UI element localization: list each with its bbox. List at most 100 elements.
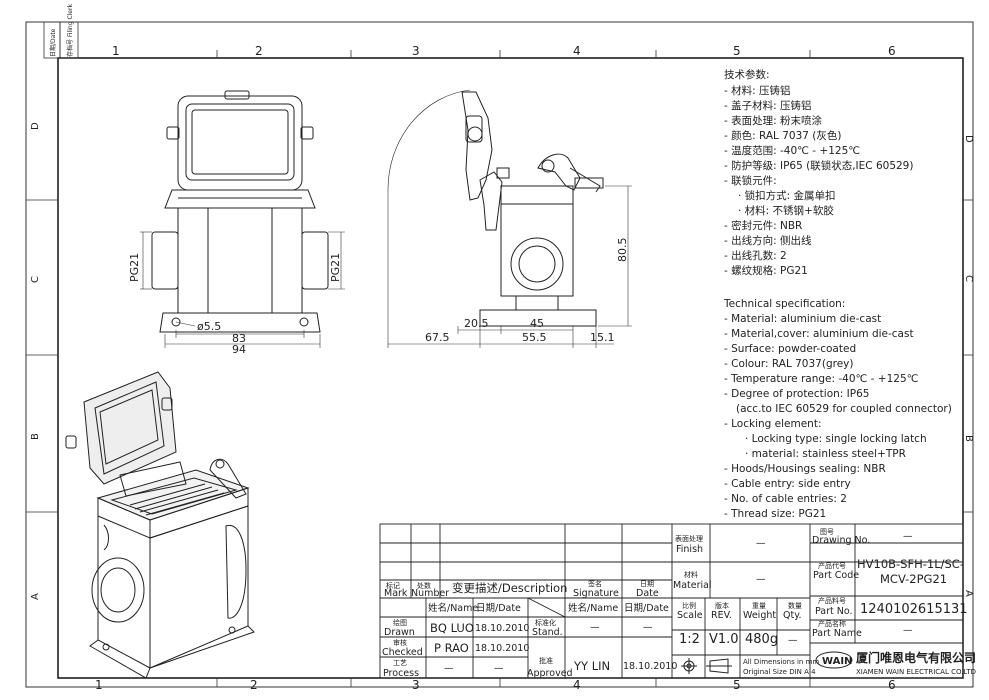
tech-en-line: - Locking element: bbox=[724, 418, 821, 430]
tb-stand-date: — bbox=[643, 622, 653, 633]
zone-top-2: 2 bbox=[255, 44, 263, 58]
tb-scale-cn: 比例 bbox=[682, 601, 696, 610]
tech-cn-line: - 温度范围: -40℃ - +125℃ bbox=[724, 144, 860, 157]
tb-qty-cn: 数量 bbox=[788, 601, 802, 610]
tb-approved-cn: 批准 bbox=[539, 656, 553, 665]
tb-drawing-no-cn: 图号 bbox=[820, 528, 834, 536]
tech-en-line: - Material,cover: aluminium die-cast bbox=[724, 328, 914, 340]
tb-process-date: — bbox=[494, 663, 504, 674]
dim-55-5: 55.5 bbox=[522, 331, 547, 344]
tb-stand-name: — bbox=[590, 622, 600, 633]
tech-en-line: - No. of cable entries: 2 bbox=[724, 493, 847, 505]
front-view-dimensions bbox=[140, 231, 345, 348]
tech-cn-line: - 颜色: RAL 7037 (灰色) bbox=[724, 129, 842, 142]
tb-part-code-cn: 产品代号 bbox=[818, 561, 846, 570]
zone-left-b: B bbox=[30, 433, 41, 440]
tb-process-en: Process bbox=[383, 668, 419, 679]
outer-border bbox=[25, 21, 974, 688]
tech-en-line: · material: stainless steel+TPR bbox=[745, 448, 906, 460]
tb-drawn-cn: 绘图 bbox=[393, 618, 407, 627]
tech-cn-line: - 螺纹规格: PG21 bbox=[724, 264, 808, 277]
tb-process-cn: 工艺 bbox=[393, 659, 407, 667]
zone-bottom-2: 2 bbox=[250, 678, 258, 692]
side-view-drawing bbox=[387, 89, 604, 327]
front-view-drawing bbox=[151, 90, 329, 333]
tb-material-cn: 材料 bbox=[684, 570, 698, 579]
tech-cn-line: - 防护等级: IP65 (联锁状态,IEC 60529) bbox=[724, 159, 913, 172]
tb-finish-cn: 表面处理 bbox=[675, 534, 703, 543]
zone-bottom-6: 6 bbox=[888, 678, 896, 692]
zone-top-3: 3 bbox=[412, 44, 420, 58]
isometric-view-drawing bbox=[65, 371, 255, 679]
zone-right-c: C bbox=[963, 275, 974, 282]
tb-stand-cn: 标准化 bbox=[535, 618, 556, 627]
tech-cn-line: - 联锁元件: bbox=[724, 174, 777, 187]
tb-description-label: 变更描述/Description bbox=[452, 581, 567, 595]
tb-finish-en: Finish bbox=[676, 544, 703, 555]
tb-drawing-no-value: — bbox=[903, 531, 913, 542]
tb-material-value: — bbox=[756, 574, 766, 585]
tb-approved-name: YY LIN bbox=[573, 659, 610, 673]
tech-en-line: - Cable entry: side entry bbox=[724, 478, 851, 490]
tb-number-cn: 处数 bbox=[417, 581, 431, 590]
dim-thread-right: PG21 bbox=[329, 253, 342, 282]
tech-cn-title: 技术参数: bbox=[724, 68, 770, 81]
tb-scale-value: 1:2 bbox=[679, 632, 700, 647]
stamp-date: 日期/Date bbox=[49, 28, 57, 57]
tb-part-no-value: 1240102615131 bbox=[860, 602, 968, 617]
tb-mark-en: Mark bbox=[384, 588, 408, 599]
tech-cn-line: - 表面处理: 粉末喷涂 bbox=[724, 114, 823, 127]
tb-mark-cn: 标记 bbox=[386, 581, 400, 590]
tb-company-cn: 厦门唯恩电气有限公司 bbox=[856, 650, 976, 665]
tb-checked-date: 18.10.2010 bbox=[475, 643, 529, 654]
tb-weight-value: 480g bbox=[745, 632, 778, 647]
tb-sig-cn: 签名 bbox=[588, 579, 602, 588]
tb-stand-en: Stand. bbox=[532, 627, 563, 638]
zone-top-5: 5 bbox=[733, 44, 741, 58]
tech-en-line: - Surface: powder-coated bbox=[724, 343, 856, 355]
zone-right-a: A bbox=[963, 590, 974, 597]
tech-cn-line: · 锁扣方式: 金属单扣 bbox=[738, 189, 836, 202]
tech-en-line: (acc.to IEC 60529 for coupled connector) bbox=[736, 403, 952, 415]
tb-qty-en: Qty. bbox=[783, 610, 802, 621]
tech-en-block: Technical specification: - Material: alu… bbox=[723, 298, 952, 520]
tb-dims-note-1: All Dimensions in mm bbox=[743, 658, 819, 666]
tb-sig-en: Signature bbox=[573, 588, 619, 599]
dim-45: 45 bbox=[530, 317, 544, 330]
tb-drawn-name: BQ LUO bbox=[430, 621, 474, 635]
tb-approved-en: Approved bbox=[527, 668, 573, 679]
zone-ticks bbox=[26, 50, 973, 687]
tech-en-line: - Hoods/Housings sealing: NBR bbox=[724, 463, 886, 475]
dim-20-5: 20.5 bbox=[464, 317, 489, 330]
dim-base-outer: 94 bbox=[232, 343, 246, 356]
tech-cn-line: · 材料: 不锈钢+软胶 bbox=[738, 204, 834, 217]
logo-text: WAIN bbox=[822, 656, 852, 667]
zone-top-1: 1 bbox=[112, 44, 120, 58]
dim-15-1: 15.1 bbox=[590, 331, 615, 344]
dim-height: 80.5 bbox=[616, 238, 629, 263]
dim-67-5: 67.5 bbox=[425, 331, 450, 344]
dim-base-inner: 83 bbox=[232, 332, 246, 345]
tech-cn-line: - 出线孔数: 2 bbox=[724, 249, 787, 262]
tb-qty-value: — bbox=[788, 635, 798, 646]
dim-hole: ø5.5 bbox=[197, 320, 221, 333]
dim-thread-left: PG21 bbox=[128, 253, 141, 282]
tb-drawing-no-en: Drawing No. bbox=[812, 535, 870, 546]
side-view-dimensions bbox=[387, 185, 632, 348]
projection-symbol-icon bbox=[681, 658, 732, 674]
tb-process-name: — bbox=[444, 663, 454, 674]
tb-part-name-value: — bbox=[903, 625, 913, 636]
zone-left-a: A bbox=[30, 593, 41, 600]
tb-rev-value: V1.0 bbox=[709, 632, 739, 647]
tech-cn-block: 技术参数: - 材料: 压铸铝 - 盖子材料: 压铸铝 - 表面处理: 粉末喷涂… bbox=[724, 68, 913, 277]
tb-checked-name: P RAO bbox=[434, 641, 469, 655]
tech-cn-line: - 密封元件: NBR bbox=[724, 219, 802, 232]
tb-name-header-2: 姓名/Name bbox=[568, 602, 618, 614]
tech-en-line: - Degree of protection: IP65 bbox=[724, 388, 869, 400]
tb-part-no-cn: 产品料号 bbox=[818, 596, 846, 605]
tb-finish-value: — bbox=[756, 538, 766, 549]
title-block-grid bbox=[379, 523, 964, 679]
zone-right-b: B bbox=[963, 435, 974, 442]
stamp-filing: 存档号 Filing Clerk bbox=[66, 4, 74, 57]
